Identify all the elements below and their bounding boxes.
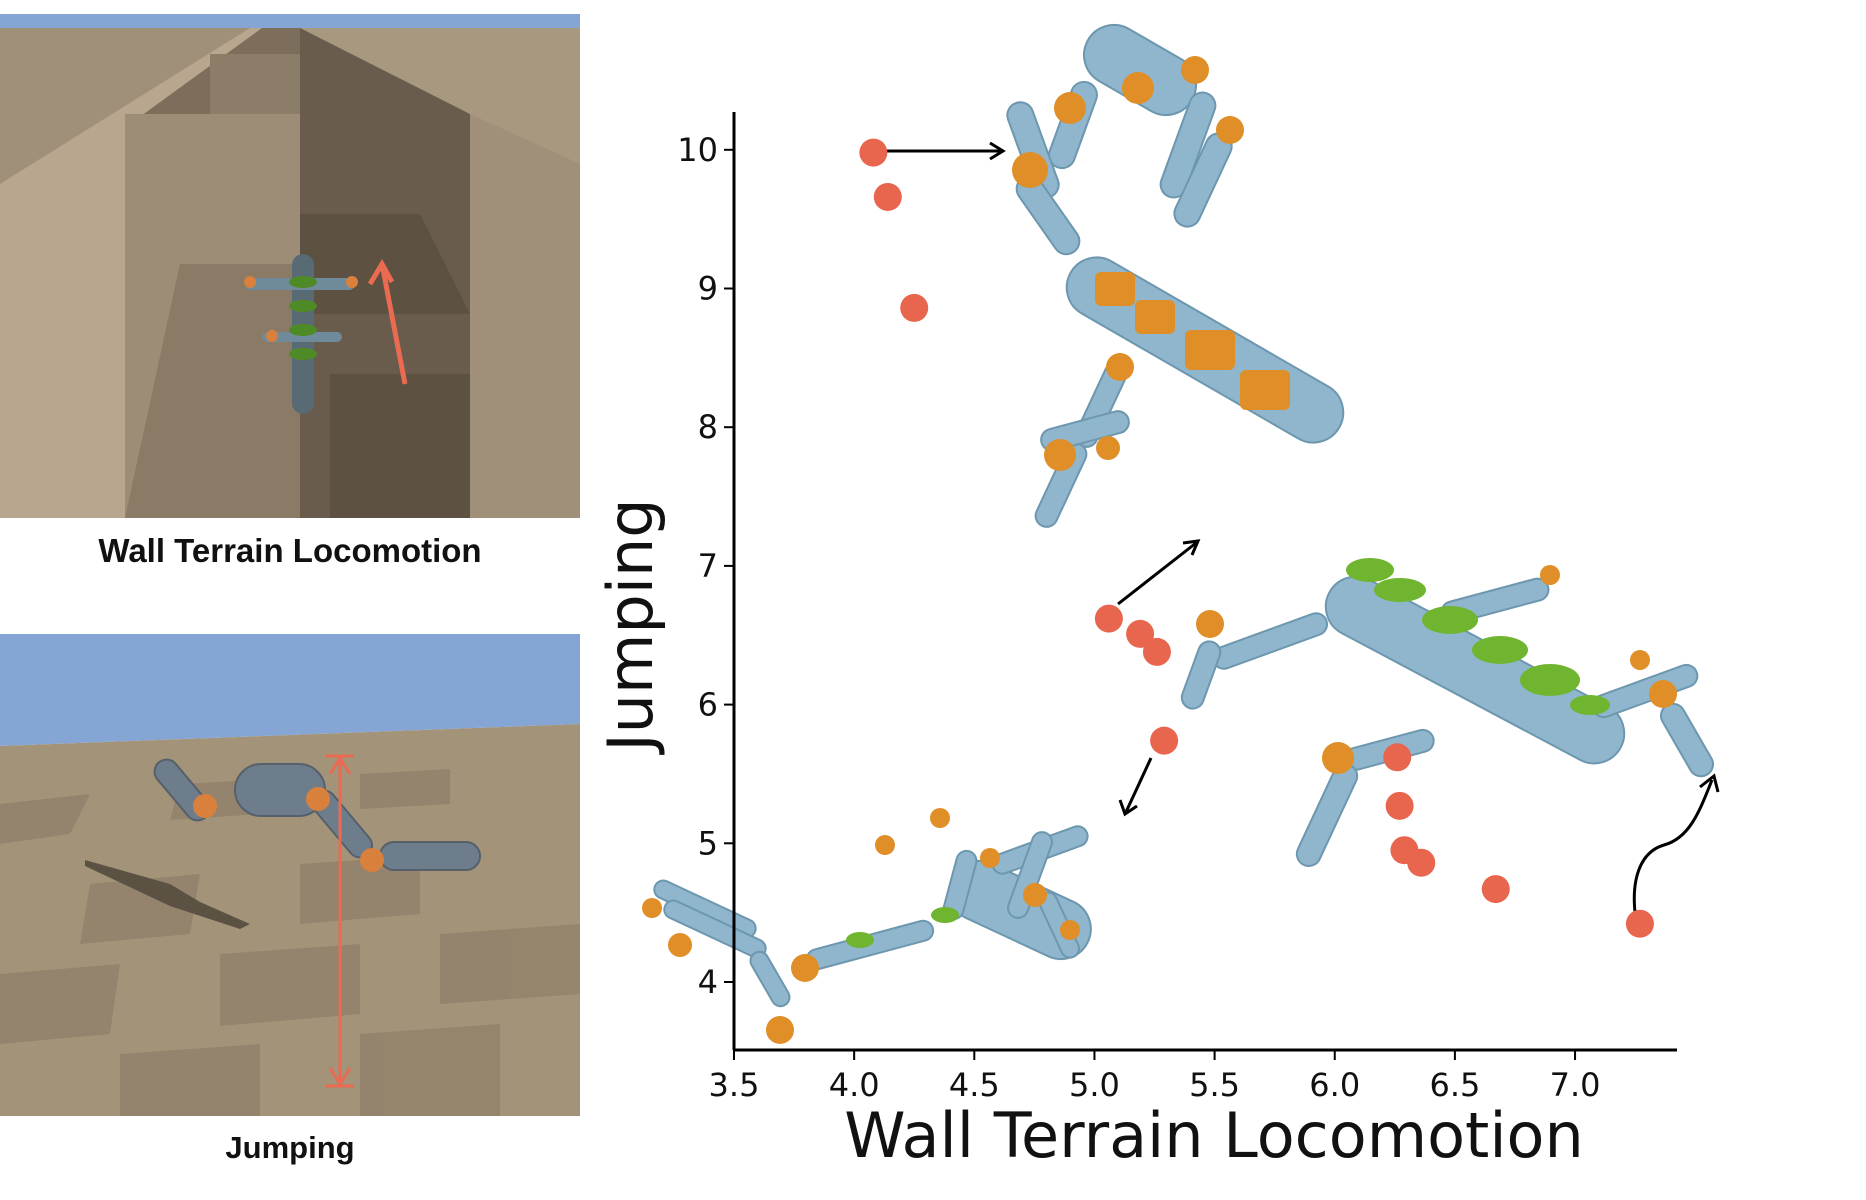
scatter-point: [1481, 875, 1510, 904]
robot-illustration-top: [1006, 24, 1233, 256]
arrow-to-middle-robot: [1117, 541, 1197, 606]
y-tick-label: 8: [698, 408, 718, 446]
x-tick-label: 6.5: [1429, 1066, 1480, 1104]
y-tick-label: 10: [677, 131, 718, 169]
x-tick-label: 5.5: [1189, 1066, 1240, 1104]
jumping-caption: Jumping: [225, 1130, 355, 1165]
scatter-point: [1407, 848, 1436, 877]
y-tick-label: 7: [698, 547, 718, 585]
x-tick-label: 7.0: [1550, 1066, 1601, 1104]
arrow-to-right-robot: [1632, 779, 1714, 921]
wall-terrain-scene: [0, 14, 580, 518]
jumping-render: [0, 634, 580, 1116]
x-tick-label: 4.0: [829, 1066, 880, 1104]
y-tick-label: 9: [698, 270, 718, 308]
scatter-point: [1383, 743, 1412, 772]
y-tick-label: 5: [698, 824, 718, 862]
scatter-point: [1094, 604, 1123, 633]
y-tick-label: 4: [698, 963, 718, 1001]
scatter-point: [1142, 637, 1171, 666]
scatter-point: [873, 182, 902, 211]
scatter-point: [1126, 619, 1155, 648]
y-axis-label: Jumping: [594, 498, 667, 755]
wall-terrain-caption: Wall Terrain Locomotion: [98, 532, 482, 569]
y-tick-label: 6: [698, 686, 718, 724]
scatter-point: [1625, 909, 1654, 938]
wall-terrain-render: [0, 14, 580, 518]
x-axis-label: Wall Terrain Locomotion: [844, 1099, 1584, 1172]
x-tick-label: 5.0: [1069, 1066, 1120, 1104]
scatter-chart: 3.5 4.0 4.5 5.0 5.5 6.0 6.5 7.0 4 5 6 7 8 9 10 Wall Te…: [594, 24, 1720, 1172]
annotation-arrows: [882, 141, 1720, 921]
jumping-scene: [0, 634, 580, 1116]
scatter-point: [1385, 791, 1414, 820]
x-tick-label: 3.5: [709, 1066, 760, 1104]
scatter-point: [859, 138, 888, 167]
scatter-point: [1150, 726, 1179, 755]
x-tick-label: 4.5: [949, 1066, 1000, 1104]
robot-morphology-illustrations: [642, 24, 1714, 1044]
arrow-to-bottom-robot: [1124, 757, 1153, 813]
scatter-point: [900, 293, 929, 322]
x-tick-label: 6.0: [1309, 1066, 1360, 1104]
